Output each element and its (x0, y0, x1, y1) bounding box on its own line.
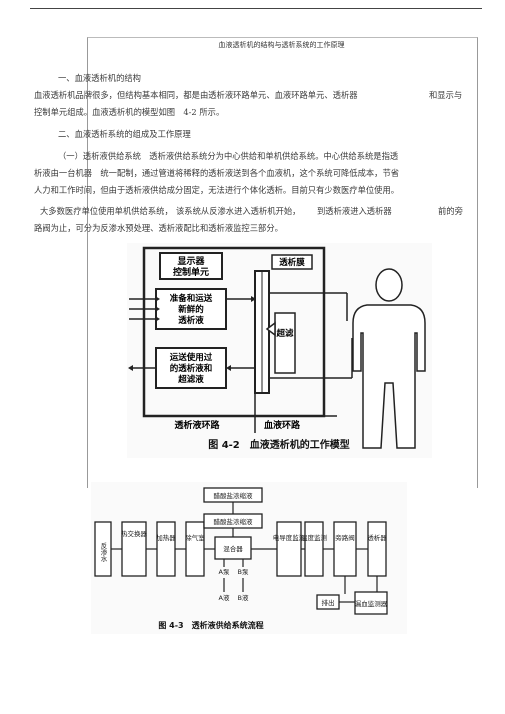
heater-box (156, 521, 176, 577)
section2-line4a: 大多数医疗单位使用单机供给系统， (40, 206, 173, 216)
section1-line2: 控制单元组成。血液透析机的模型如图 4-2 所示。 (34, 107, 225, 117)
display-label-2: 控制单元 (173, 266, 209, 278)
transport-label-1: 运送使用过 (170, 352, 213, 363)
pump-a-label: A泵 (219, 568, 230, 576)
pump-b-label: B泵 (238, 568, 249, 576)
table-frame (87, 37, 478, 488)
display-box (159, 252, 223, 280)
section2-line3: 人力和工作时间，但由于透析液供给成分固定，无法进行个体化透析。目前只有少数医疗单… (34, 185, 400, 195)
section1-line1-end: 和显示与 (429, 90, 463, 100)
prepare-label-2: 新鲜的 (178, 304, 204, 315)
degas-box (185, 521, 205, 577)
loop-blood-label: 血液环路 (264, 419, 301, 431)
temp-box (304, 521, 324, 577)
display-label-1: 显示器 (177, 256, 205, 267)
conductivity-label: 电导度监测 (273, 533, 306, 542)
page-top-rule (30, 8, 482, 9)
section2-line5: 路阀为止，可分为反渗水预处理、透析液配比和透析液监控三部分。 (34, 223, 283, 233)
drain-label: 排出 (322, 598, 335, 607)
figure-4-3: 反渗水 热交换器 加热器 除气室 醋酸盐浓缩液 醋酸盐浓缩液 混合器 A泵 B泵… (91, 482, 407, 634)
section1-line1: 血液透析机品牌很多，但结构基本相同，都是由透析液环路单元、血液环路单元、透析器 (34, 90, 358, 100)
dialyzer-box (367, 521, 387, 577)
ultrafiltration-label: 超滤 (275, 328, 294, 339)
loop-dialysate-label: 透析液环路 (174, 419, 220, 431)
section2-line2: 析液由一台机器 统一配制，通过管道将稀释的透析液送到各个血液机，这个系统可降低成… (34, 168, 400, 178)
blood-leak-label: 漏血监测器 (355, 599, 388, 608)
conc2-label: 醋酸盐浓缩液 (214, 517, 254, 526)
transport-label-3: 超滤液 (177, 374, 204, 385)
section2-line4b: 该系统从反渗水进入透析机开始， (176, 206, 301, 216)
liquid-a-label: A液 (219, 593, 230, 602)
page-header: 血液透析机的结构与透析系统的工作原理 (218, 41, 345, 49)
section2-heading: 二、血液透析系统的组成及工作原理 (58, 129, 191, 139)
figure-4-2: 显示器 控制单元 准备和运送 新鲜的 透析液 运送使用过 的透析液和 超滤液 超… (127, 243, 432, 458)
section1-heading: 一、血液透析机的结构 (58, 73, 141, 83)
figure2-caption: 图 4-3 透析液供给系统流程 (158, 620, 263, 630)
blood-leak-box (354, 591, 388, 615)
ro-water-label: 反渗水 (99, 541, 107, 562)
section2-line4d: 前的旁 (438, 206, 463, 216)
section2-sub1: （一）透析液供给系统 透析液供给系统分为中心供给和单机供给系统。中心供给系统是指… (58, 151, 399, 161)
bypass-label: 旁路阀 (335, 533, 355, 542)
patient-figure (352, 268, 426, 449)
membrane-label: 透析膜 (279, 257, 305, 268)
figure1-caption: 图 4-2 血液透析机的工作模型 (208, 438, 350, 451)
section2-line4c: 到透析液进入透析器 (317, 206, 392, 216)
prepare-label-3: 透析液 (178, 315, 204, 326)
heat-exchange-label: 热交换器 (121, 529, 148, 538)
transport-label-2: 的透析液和 (170, 363, 213, 374)
dialyzer-label: 透析器 (367, 533, 387, 542)
mixer-label: 混合器 (223, 544, 243, 553)
conductivity-box (276, 521, 302, 577)
ultrafiltration-box (274, 312, 296, 374)
temp-label: 温度监测 (301, 533, 328, 542)
heater-label: 加热器 (156, 533, 176, 542)
degas-label: 除气室 (185, 533, 205, 542)
conc1-label: 醋酸盐浓缩液 (214, 491, 254, 500)
prepare-label-1: 准备和运送 (170, 293, 213, 304)
liquid-b-label: B液 (238, 593, 249, 602)
bypass-box (333, 521, 357, 577)
